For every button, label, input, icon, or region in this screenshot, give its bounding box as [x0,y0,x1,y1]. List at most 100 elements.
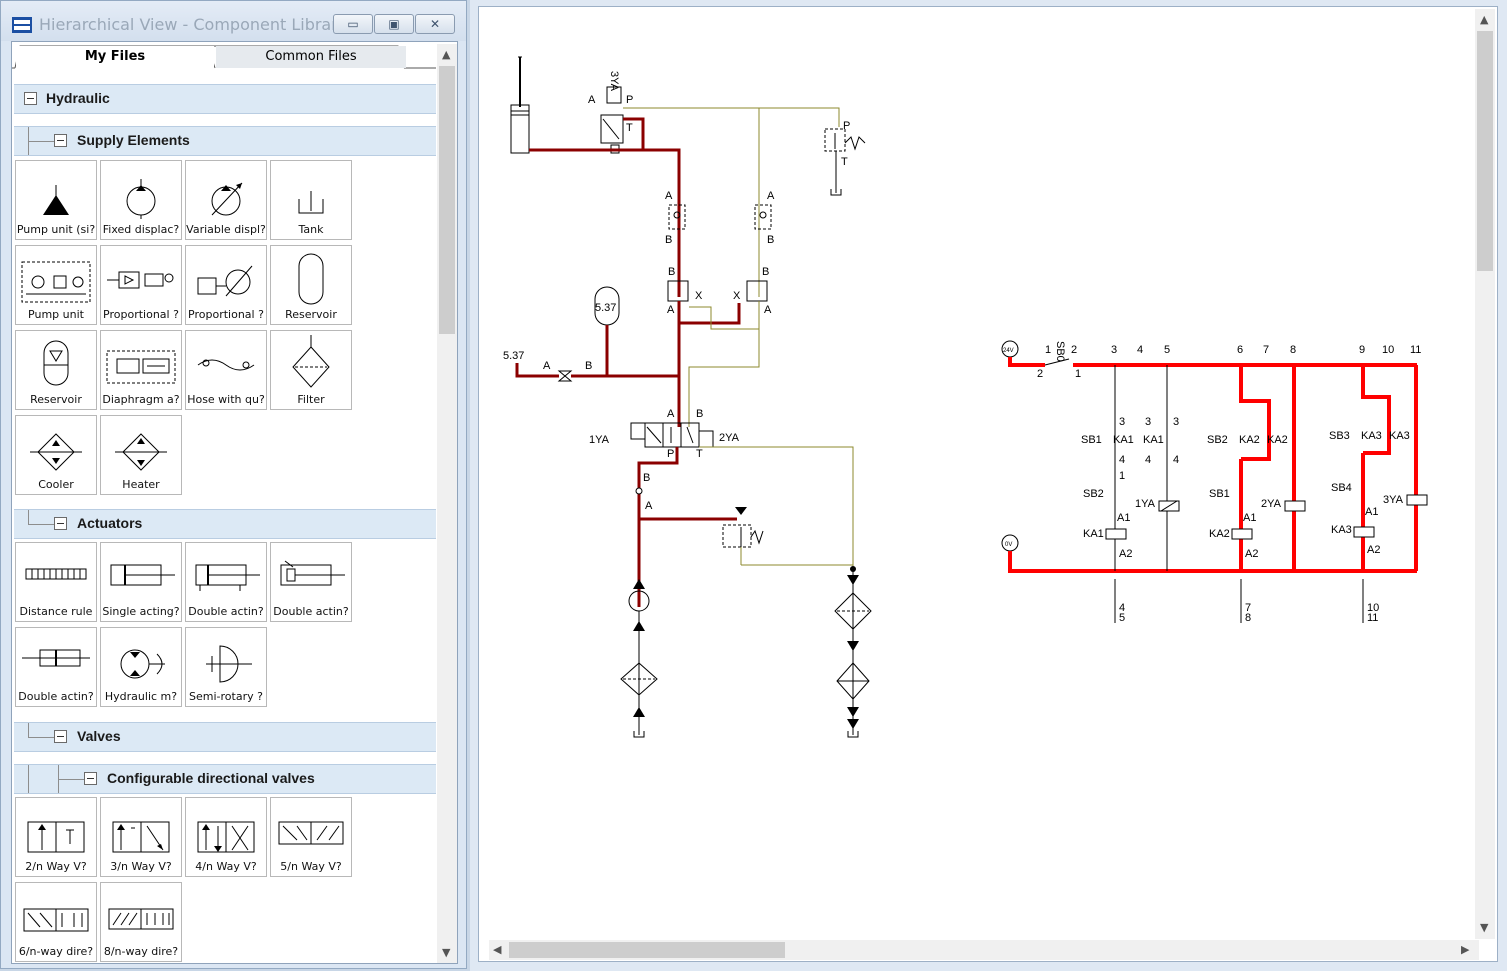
svg-text:KA1: KA1 [1113,434,1134,446]
tile-double-acting-1[interactable]: Double actin? [185,542,267,622]
canvas-horizontal-scrollbar[interactable]: ◀ ▶ [489,940,1479,960]
tile-reservoir[interactable]: Reservoir [270,245,352,325]
six-way-valve-icon [23,908,89,932]
tile-hydraulic-motor[interactable]: Hydraulic m? [100,627,182,707]
eight-way-valve-icon [108,908,174,930]
tile-proportional-2[interactable]: Proportional ? [185,245,267,325]
scroll-up-arrow[interactable]: ▲ [1480,13,1489,26]
group-hydraulic[interactable]: Hydraulic [14,84,436,114]
group-configurable-valves[interactable]: Configurable directional valves [14,764,436,794]
svg-text:7: 7 [1245,602,1251,614]
hose-coupling-icon [197,359,255,371]
tile-pump-unit[interactable]: Pump unit [15,245,97,325]
collapse-icon[interactable] [54,730,67,743]
tile-pump-unit-simple[interactable]: Pump unit (si? [15,160,97,240]
tile-hose[interactable]: Hose with qu? [185,330,267,410]
maximize-button[interactable]: ▣ [374,14,414,34]
svg-text:A: A [645,500,653,512]
diagram-canvas[interactable]: 3YA A P T P T [478,6,1498,962]
single-acting-cylinder-icon [110,564,175,586]
relief-valve-symbol [824,128,866,196]
check-valve-a-symbol [668,204,686,230]
collapse-icon[interactable] [84,772,97,785]
svg-text:T: T [626,122,633,134]
scroll-down-arrow[interactable]: ▼ [442,946,451,959]
svg-text:B: B [643,472,650,484]
tile-3-way-valve[interactable]: 3/n Way V? [100,797,182,877]
tile-tank[interactable]: Tank [270,160,352,240]
tile-6-way-valve[interactable]: 6/n-way dire? [15,882,97,962]
svg-text:KA2: KA2 [1239,434,1260,446]
tile-cooler[interactable]: Cooler [15,415,97,495]
group-valves[interactable]: Valves [14,722,436,752]
tile-reservoir-gas[interactable]: Reservoir [15,330,97,410]
three-way-valve-icon [112,821,170,853]
tile-2-way-valve[interactable]: 2/n Way V? [15,797,97,877]
svg-text:A: A [543,360,551,372]
svg-text:A: A [667,304,675,316]
window-title: Hierarchical View - Component Library [39,15,348,34]
scroll-thumb[interactable] [439,66,455,334]
collapse-icon[interactable] [54,134,67,147]
svg-text:B: B [668,266,675,278]
tile-proportional-1[interactable]: Proportional ? [100,245,182,325]
svg-text:3: 3 [1111,344,1117,356]
svg-text:4: 4 [1173,454,1179,466]
semi-rotary-actuator-icon [206,645,252,683]
svg-text:SB1: SB1 [1209,488,1230,500]
collapse-icon[interactable] [54,517,67,530]
close-button[interactable]: ✕ [415,14,455,34]
svg-text:4: 4 [1119,454,1125,466]
tile-filter[interactable]: Filter [270,330,352,410]
canvas-vertical-scrollbar[interactable]: ▲ ▼ [1475,9,1495,939]
tab-common-files[interactable]: Common Files [216,46,406,68]
library-panel: My Files Common Files ▲ ▼ Hydraulic Supp… [11,41,458,964]
svg-text:B: B [767,234,774,246]
tile-double-rod[interactable]: Double actin? [15,627,97,707]
tile-5-way-valve[interactable]: 5/n Way V? [270,797,352,877]
svg-text:KA2: KA2 [1209,528,1230,540]
tile-fixed-displacement[interactable]: Fixed displac? [100,160,182,240]
collapse-icon[interactable] [24,92,37,105]
minimize-button[interactable]: ▭ [333,14,373,34]
svg-text:T: T [841,156,848,168]
svg-text:1: 1 [1045,344,1051,356]
tile-8-way-valve[interactable]: 8/n-way dire? [100,882,182,962]
scroll-down-arrow[interactable]: ▼ [1480,921,1489,934]
hydraulic-circuit: 3YA A P T P T [503,56,872,738]
tile-single-acting[interactable]: Single acting? [100,542,182,622]
tile-distance-rule[interactable]: Distance rule [15,542,97,622]
svg-text:10: 10 [1367,602,1379,614]
scroll-up-arrow[interactable]: ▲ [442,48,451,61]
tab-my-files[interactable]: My Files [16,46,214,68]
svg-text:3: 3 [1173,416,1179,428]
scroll-left-arrow[interactable]: ◀ [493,943,502,956]
circuit-diagram: 3YA A P T P T [503,56,1428,738]
library-scrollbar[interactable]: ▲ ▼ [437,44,457,963]
tile-semi-rotary[interactable]: Semi-rotary ? [185,627,267,707]
svg-text:6: 6 [1237,344,1243,356]
svg-text:A2: A2 [1367,544,1380,556]
scroll-thumb[interactable] [1477,31,1493,271]
tile-diaphragm[interactable]: Diaphragm a? [100,330,182,410]
group-label: Configurable directional valves [107,770,315,786]
svg-text:SB1: SB1 [1081,434,1102,446]
scroll-thumb[interactable] [509,942,785,958]
svg-text:X: X [695,290,703,302]
svg-text:KA1: KA1 [1083,528,1104,540]
svg-text:T: T [696,448,703,460]
label-2ya: 2YA [719,432,740,444]
svg-text:KA3: KA3 [1389,430,1410,442]
group-actuators[interactable]: Actuators [14,509,436,539]
group-supply-elements[interactable]: Supply Elements [14,126,436,156]
tile-4-way-valve[interactable]: 4/n Way V? [185,797,267,877]
scroll-right-arrow[interactable]: ▶ [1461,943,1470,956]
svg-text:B: B [585,360,592,372]
svg-text:P: P [843,120,850,132]
two-way-valve-icon [27,821,85,853]
tile-double-acting-2[interactable]: Double actin? [270,542,352,622]
tile-variable-displacement[interactable]: Variable displ? [185,160,267,240]
titlebar[interactable]: Hierarchical View - Component Library ▭ … [1,1,466,41]
tile-heater[interactable]: Heater [100,415,182,495]
svg-text:9: 9 [1359,344,1365,356]
